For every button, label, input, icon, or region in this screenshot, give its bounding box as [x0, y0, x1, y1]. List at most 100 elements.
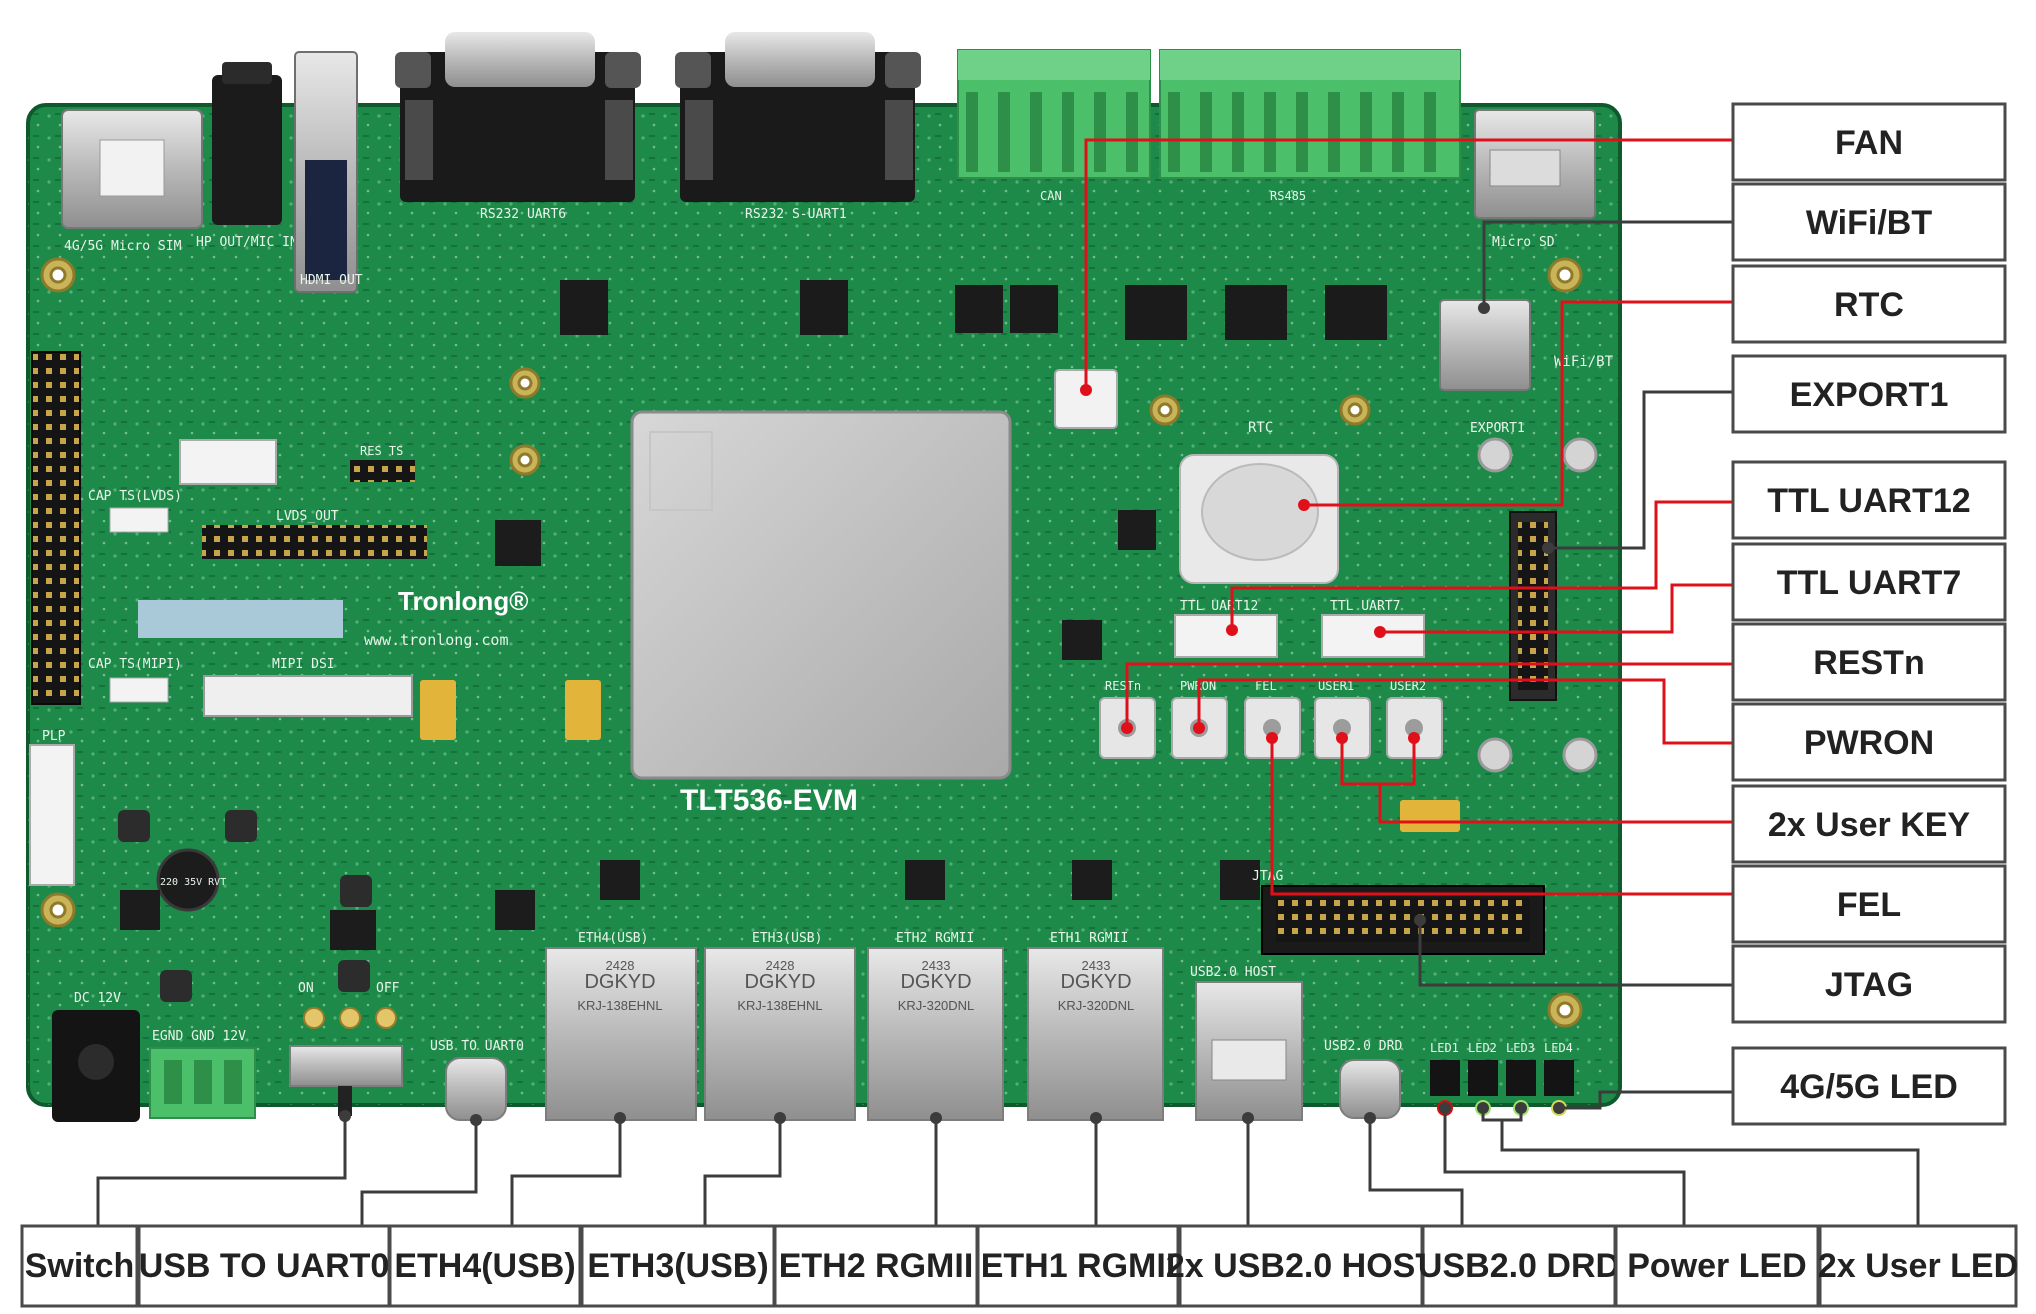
- callout-ttl-uart7: TTL UART7: [1731, 542, 2007, 622]
- callout-box: [976, 1224, 1180, 1308]
- usb-host-port: USB2.0 HOST: [1190, 965, 1303, 1121]
- leader-switch: [96, 1116, 347, 1226]
- cap-value: 220 35V RVT: [160, 877, 226, 888]
- leader-uart12: [1230, 500, 1733, 630]
- callout-label: Switch: [25, 1247, 135, 1285]
- cap-ts-lvds-label: CAP TS(LVDS): [88, 489, 182, 504]
- eth2-date: 2433: [922, 958, 951, 973]
- transceiver-ics: [560, 280, 1387, 340]
- sim-card-slot: 4G/5G Micro SIM: [61, 109, 203, 254]
- uart6-label: RS232 UART6: [480, 207, 566, 222]
- eth2-port: ETH2 RGMII DGKYD KRJ-320DNL 2433: [867, 931, 1004, 1121]
- callout-box: [1731, 622, 2007, 702]
- leader-rtc: [1304, 300, 1733, 507]
- plp-label: PLP: [42, 729, 66, 744]
- callout-box: [1731, 354, 2007, 434]
- key-user1-silk: USER1: [1318, 679, 1354, 693]
- leader-fan: [1084, 138, 1733, 390]
- cap-ts-mipi-label: CAP TS(MIPI): [88, 657, 182, 672]
- off-silk: OFF: [376, 981, 400, 996]
- eth1-silk: ETH1 RGMII: [1050, 931, 1128, 946]
- callout-fel: FEL: [1731, 864, 2007, 944]
- callout-label: RTC: [1834, 286, 1904, 324]
- callout-usb-to-uart0: USB TO UART0: [137, 1224, 391, 1308]
- eth3-port: ETH3(USB) DGKYD KRJ-138EHNL 2428: [704, 931, 856, 1121]
- res-ts-label: RES TS: [360, 444, 403, 458]
- callout-label: ETH2 RGMII: [779, 1247, 974, 1285]
- callout-label: JTAG: [1825, 966, 1913, 1004]
- lvds-out-label: LVDS_OUT: [276, 509, 339, 524]
- pcb: 4G/5G Micro SIM HP OUT/MIC IN HDMI OUT R…: [26, 32, 1622, 1122]
- callout-box: [1731, 1046, 2007, 1126]
- ttl-uart7-silk: TTL UART7: [1330, 599, 1400, 614]
- callout-label: Power LED: [1627, 1247, 1806, 1285]
- callout-ttl-uart12: TTL UART12: [1731, 460, 2007, 540]
- lvds-out-header: LVDS_OUT RES TS: [202, 444, 427, 559]
- callout-power-led: Power LED: [1614, 1224, 1820, 1308]
- callout-label: USB2.0 DRD: [1418, 1247, 1620, 1285]
- ethernet-ports: ETH4(USB) DGKYD KRJ-138EHNL 2428 ETH3(US…: [545, 931, 1164, 1121]
- gpio-expansion-header: [31, 351, 81, 705]
- callout-label: 4G/5G LED: [1780, 1068, 1958, 1106]
- callout-box: [1614, 1224, 1820, 1308]
- led3-silk: LED3: [1506, 1041, 1535, 1055]
- callout-box: [1731, 264, 2007, 344]
- misc-ics: [120, 510, 1260, 950]
- on-silk: ON: [298, 981, 314, 996]
- leader-userkey-b: [1380, 738, 1416, 786]
- brand-name: Tronlong®: [398, 586, 528, 616]
- callout-label: FEL: [1837, 886, 1901, 924]
- mounting-holes: [40, 257, 1583, 1028]
- callout-box: [580, 1224, 776, 1308]
- callout-box: [1731, 864, 2007, 944]
- callout-box: [1731, 460, 2007, 540]
- callout-4g-5g-led: 4G/5G LED: [1731, 1046, 2007, 1126]
- callout-label: 2x User LED: [1818, 1247, 2018, 1285]
- micro-sd-slot: Micro SD: [1474, 109, 1596, 250]
- eth3-brand: DGKYD: [744, 971, 815, 993]
- electrolytic-capacitor: 220 35V RVT: [156, 848, 226, 912]
- led4-silk: LED4: [1544, 1041, 1573, 1055]
- rtc-label: RTC: [1248, 420, 1273, 436]
- callout-box: [1731, 944, 2007, 1024]
- callout-fan: FAN: [1731, 102, 2007, 182]
- leader-fel: [1270, 738, 1733, 896]
- eth2-brand: DGKYD: [900, 971, 971, 993]
- callout-switch: Switch: [20, 1224, 139, 1308]
- egnd-silk: EGND GND 12V: [152, 1029, 246, 1044]
- callout-box: [1421, 1224, 1617, 1308]
- rs232-uart6-connector: RS232 UART6: [395, 32, 641, 222]
- eth4-date: 2428: [606, 958, 635, 973]
- callout-box: [388, 1224, 582, 1308]
- leader-wifi: [1482, 220, 1733, 308]
- callout-box: [1731, 542, 2007, 622]
- eth4-brand: DGKYD: [584, 971, 655, 993]
- rtc-battery-holder: RTC: [1179, 420, 1339, 584]
- callout-box: [20, 1224, 139, 1308]
- ttl-uart12-silk: TTL UART12: [1180, 599, 1258, 614]
- usb-drd-port: USB2.0 DRD: [1324, 1039, 1402, 1119]
- leader-eth3: [703, 1118, 782, 1226]
- power-switch: ON OFF: [289, 981, 403, 1116]
- export1-connector: EXPORT1: [1470, 421, 1598, 773]
- leader-4g5g-led: [1559, 1090, 1733, 1110]
- callout-jtag: JTAG: [1731, 944, 2007, 1024]
- callout-box: [1731, 784, 2007, 864]
- callout-box: [773, 1224, 979, 1308]
- callout-2x-user-led: 2x User LED: [1818, 1224, 2018, 1308]
- dc12v-silk: DC 12V: [74, 991, 121, 1006]
- callout-pwron: PWRON: [1731, 702, 2007, 782]
- callout-eth2-rgmii: ETH2 RGMII: [773, 1224, 979, 1308]
- callout-label: TTL UART7: [1777, 564, 1961, 602]
- board-model: TLT536-EVM: [680, 784, 858, 817]
- callout-eth1-rgmii: ETH1 RGMII: [976, 1224, 1180, 1308]
- leader-lines: [96, 138, 1920, 1226]
- leader-pwron: [1197, 678, 1733, 745]
- leader-usb-uart0: [360, 1120, 478, 1226]
- eth3-silk: ETH3(USB): [752, 931, 822, 946]
- callout-2x-user-key: 2x User KEY: [1731, 784, 2007, 864]
- micro-sd-label: Micro SD: [1492, 235, 1555, 250]
- leader-restn: [1125, 662, 1733, 728]
